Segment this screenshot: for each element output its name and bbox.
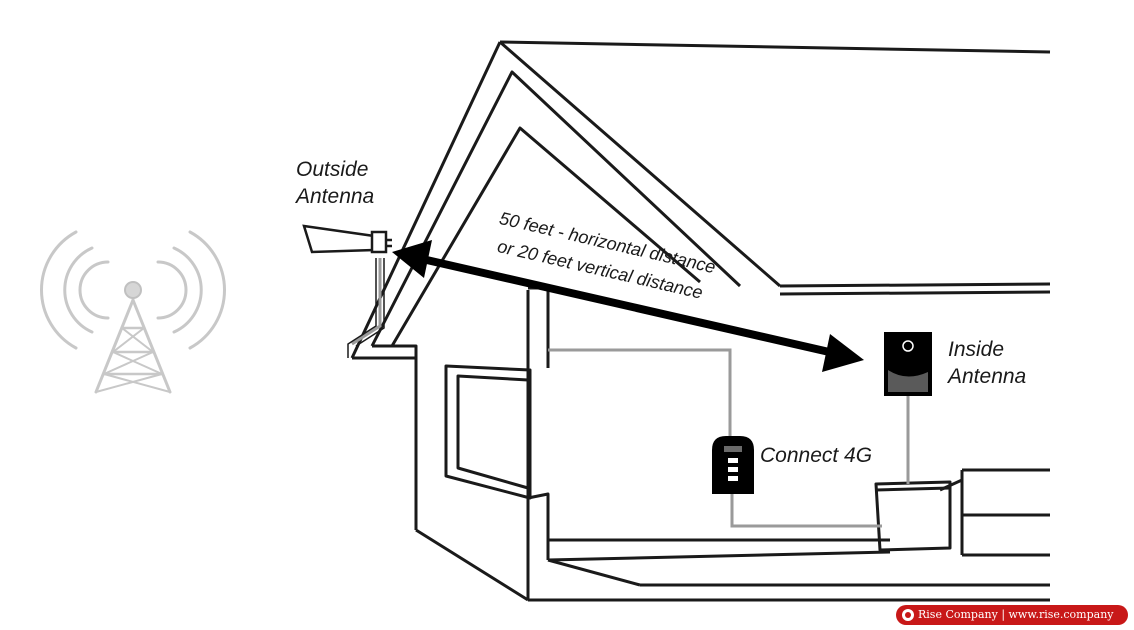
logo-icon <box>902 609 914 621</box>
inside-antenna-icon <box>884 332 932 396</box>
inside-antenna-label: Inside Antenna <box>948 336 1026 390</box>
booster-label: Connect 4G <box>760 444 873 467</box>
distance-arrow <box>392 240 864 372</box>
inside-antenna-label-line2: Antenna <box>948 365 1027 388</box>
booster-icon <box>712 436 754 494</box>
outside-antenna-label: Outside Antenna <box>296 156 374 210</box>
cell-tower-icon <box>40 230 226 394</box>
watermark-text: Rise Company | www.rise.company <box>918 608 1114 621</box>
outside-antenna-icon <box>302 224 392 254</box>
outside-antenna-label-line1: Outside <box>296 158 369 181</box>
watermark-badge: Rise Company | www.rise.company <box>896 605 1128 625</box>
cable <box>351 258 910 528</box>
inside-antenna-label-line1: Inside <box>948 338 1005 361</box>
outside-antenna-label-line2: Antenna <box>296 185 375 208</box>
